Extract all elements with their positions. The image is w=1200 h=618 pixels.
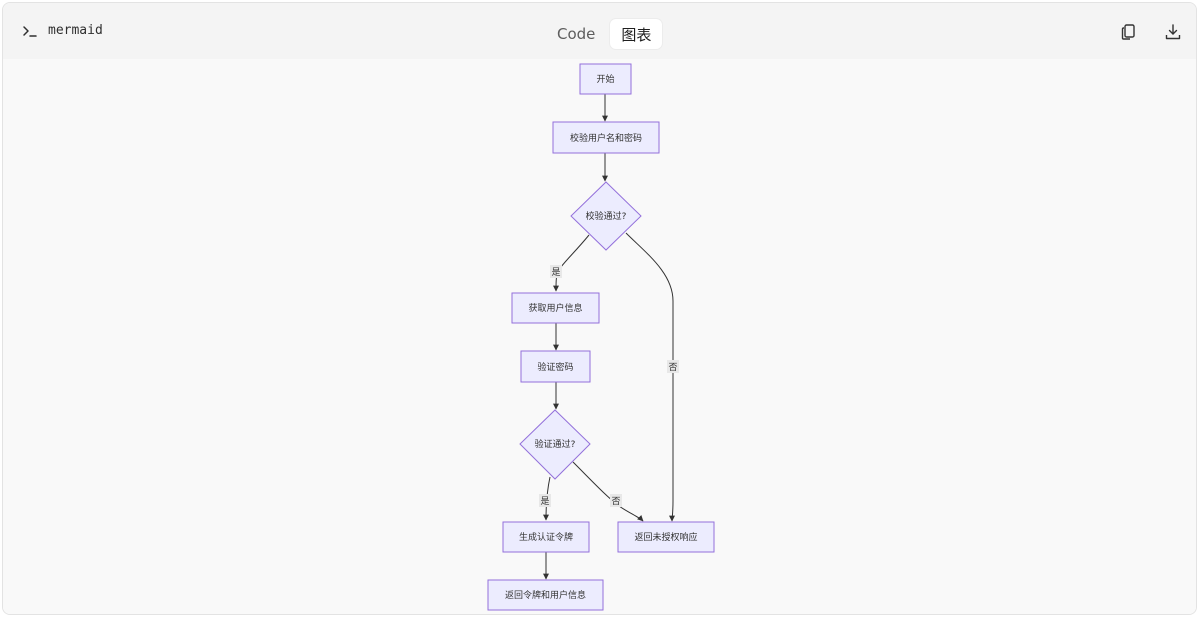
node-verify-passed: 验证通过? — [519, 409, 591, 480]
node-check-credentials: 校验用户名和密码 — [552, 121, 660, 154]
node-unauthorized: 返回未授权响应 — [617, 521, 715, 553]
edge-label-yes-1: 是 — [551, 267, 560, 278]
edge-decision-no — [625, 232, 676, 522]
node-get-user-label: 获取用户信息 — [528, 302, 582, 314]
view-tabs: Code 图表 — [546, 19, 663, 49]
edges — [543, 94, 676, 580]
node-check-passed: 校验通过? — [570, 181, 642, 251]
download-button[interactable] — [1162, 21, 1184, 43]
copy-button[interactable] — [1118, 21, 1140, 43]
edge-label-no-1: 否 — [668, 362, 677, 373]
node-check-credentials-label: 校验用户名和密码 — [570, 132, 642, 144]
diagram-canvas: 是 否 是 否 开始 校验用户名和密码 校验通过? — [3, 59, 1196, 614]
node-get-user: 获取用户信息 — [511, 292, 600, 324]
tab-diagram[interactable]: 图表 — [610, 19, 663, 49]
edge-labels: 是 否 是 否 — [539, 265, 679, 507]
node-start: 开始 — [579, 63, 632, 95]
node-return-token: 返回令牌和用户信息 — [487, 579, 604, 611]
node-return-token-label: 返回令牌和用户信息 — [505, 589, 586, 601]
language-label: mermaid — [22, 23, 103, 38]
node-unauthorized-label: 返回未授权响应 — [634, 531, 697, 543]
download-icon — [1165, 24, 1181, 40]
node-start-label: 开始 — [596, 73, 614, 85]
edge-label-yes-2: 是 — [540, 496, 549, 507]
node-gen-token: 生成认证令牌 — [502, 521, 590, 553]
tab-code[interactable]: Code — [557, 25, 596, 43]
edge-decision-yes — [553, 234, 590, 292]
node-gen-token-label: 生成认证令牌 — [519, 531, 573, 543]
node-check-passed-label: 校验通过? — [586, 210, 627, 222]
code-block-header: mermaid Code 图表 — [3, 3, 1196, 59]
node-verify-password: 验证密码 — [520, 350, 591, 383]
node-verify-passed-label: 验证通过? — [535, 438, 576, 450]
edge-verify-no — [572, 461, 644, 522]
terminal-prompt-icon — [23, 25, 37, 37]
language-name: mermaid — [48, 23, 103, 38]
node-verify-password-label: 验证密码 — [537, 361, 573, 373]
copy-icon — [1121, 24, 1135, 40]
edge-label-no-2: 否 — [611, 496, 620, 507]
